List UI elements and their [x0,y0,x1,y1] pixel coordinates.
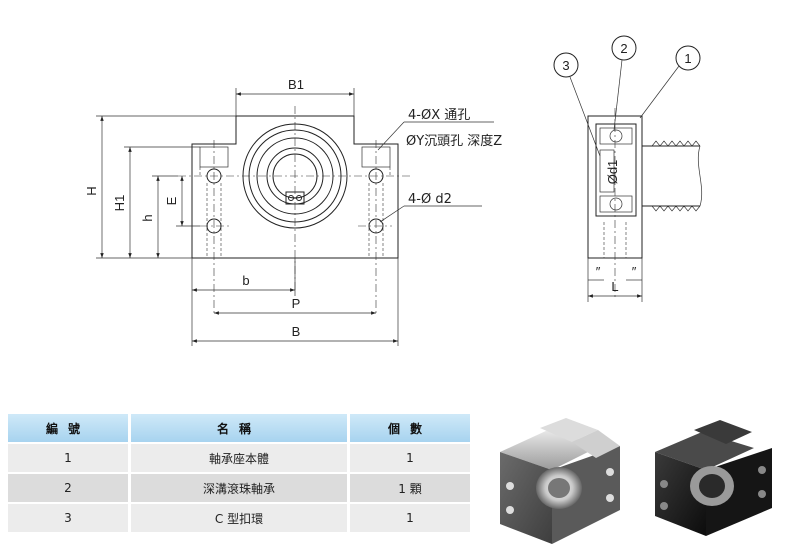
header-name: 名稱 [129,414,350,443]
row-name: 深溝滾珠軸承 [129,472,350,503]
table-row: 1 軸承座本體 1 [8,442,470,473]
row-number: 1 [8,442,131,473]
photo-black-block [655,420,772,536]
header-number: 編號 [8,414,131,443]
row-number: 3 [8,502,131,532]
dim-h-total: H [84,186,99,195]
dim-b-total: B [292,324,301,339]
parts-table: 編號 名稱 個數 1 軸承座本體 1 2 深溝滾珠軸承 1 顆 3 C 型扣環 … [8,414,470,532]
row-name: 軸承座本體 [129,442,350,473]
dim-e: E [164,196,179,205]
table-row: 3 C 型扣環 1 [8,502,470,532]
header-quantity: 個數 [348,414,470,443]
row-quantity: 1 顆 [348,472,470,503]
dim-d1: Ød1 [605,160,620,185]
callout-2: 2 [620,41,627,56]
table-header-row: 編號 名稱 個數 [8,414,470,443]
photo-silver-block [500,418,620,544]
dim-l: L [611,279,618,294]
row-name: C 型扣環 [129,502,350,532]
row-number: 2 [8,472,131,503]
dim-b-small: b [242,273,249,288]
callout-1: 1 [684,51,691,66]
dim-p: P [292,296,301,311]
front-view: B1 H H1 h E b P B 4-ØX 通孔 ØY沉頭孔 深度Z [84,77,502,346]
callout-3: 3 [562,58,569,73]
note-d2: 4-Ø d2 [408,192,452,207]
note-counterbore: ØY沉頭孔 深度Z [406,133,502,149]
row-quantity: 1 [348,502,470,532]
table-row: 2 深溝滾珠軸承 1 顆 [8,472,470,503]
dim-b1: B1 [288,77,304,92]
side-view: Ød1 L ″ ″ 3 2 1 [553,35,703,302]
note-through-hole: 4-ØX 通孔 [408,108,470,123]
dim-h1: H1 [112,195,127,212]
row-quantity: 1 [348,442,470,473]
dim-small-left: ″ [596,264,601,279]
dim-h-center: h [140,214,155,221]
dim-small-right: ″ [632,264,637,279]
